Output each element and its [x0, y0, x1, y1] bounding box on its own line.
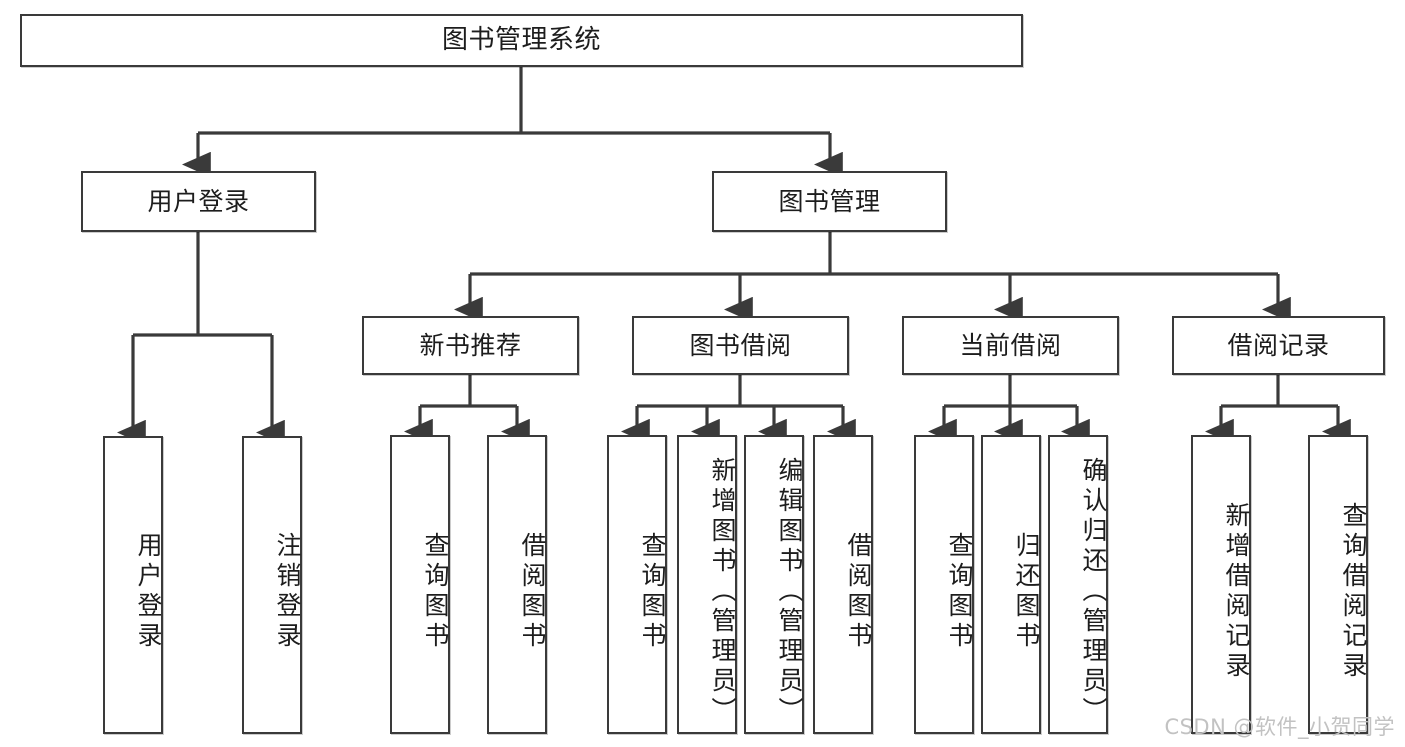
node-label: 用户登录: [134, 532, 163, 652]
node-label: 图书借阅: [689, 330, 792, 360]
leaf-add-borrow-record[interactable]: 新增借阅记录: [1191, 435, 1251, 734]
leaf-query-books-current[interactable]: 查询图书: [914, 435, 974, 734]
node-label: 借阅图书: [518, 531, 547, 652]
node-label: 图书管理: [778, 186, 881, 216]
watermark-text: CSDN @软件_小贺同学: [1164, 715, 1395, 739]
node-label: 借阅图书: [844, 531, 873, 652]
node-label: 新增图书（管理员）: [708, 456, 737, 727]
node-label: 归还图书: [1012, 531, 1041, 652]
node-borrow-records[interactable]: 借阅记录: [1172, 316, 1385, 375]
node-book-management[interactable]: 图书管理: [712, 171, 947, 232]
node-label: 新书推荐: [419, 330, 522, 360]
node-label: 查询借阅记录: [1339, 501, 1368, 682]
node-new-book-recommend[interactable]: 新书推荐: [362, 316, 579, 375]
leaf-borrow-books-recommend[interactable]: 借阅图书: [487, 435, 547, 734]
leaf-user-login[interactable]: 用户登录: [103, 436, 163, 734]
node-label: 用户登录: [147, 186, 250, 216]
node-book-borrow[interactable]: 图书借阅: [632, 316, 849, 375]
node-label: 确认归还（管理员）: [1079, 456, 1108, 727]
node-label: 查询图书: [945, 531, 974, 652]
leaf-edit-book-admin[interactable]: 编辑图书（管理员）: [744, 435, 804, 734]
leaf-borrow-book[interactable]: 借阅图书: [813, 435, 873, 734]
node-label: 查询图书: [638, 531, 667, 652]
leaf-return-book[interactable]: 归还图书: [981, 435, 1041, 734]
node-label: 借阅记录: [1227, 330, 1330, 360]
node-label: 注销登录: [273, 532, 302, 652]
leaf-query-borrow-record[interactable]: 查询借阅记录: [1308, 435, 1368, 734]
leaf-logout[interactable]: 注销登录: [242, 436, 302, 734]
node-current-borrow[interactable]: 当前借阅: [902, 316, 1119, 375]
node-label: 编辑图书（管理员）: [775, 456, 804, 727]
leaf-query-books-recommend[interactable]: 查询图书: [390, 435, 450, 734]
node-label: 图书管理系统: [441, 25, 601, 56]
leaf-add-book-admin[interactable]: 新增图书（管理员）: [677, 435, 737, 734]
leaf-confirm-return-admin[interactable]: 确认归还（管理员）: [1048, 435, 1108, 734]
node-label: 当前借阅: [959, 330, 1062, 360]
node-user-login[interactable]: 用户登录: [81, 171, 316, 232]
node-label: 新增借阅记录: [1222, 501, 1251, 682]
leaf-query-books-borrow[interactable]: 查询图书: [607, 435, 667, 734]
node-root-system[interactable]: 图书管理系统: [20, 14, 1023, 67]
node-label: 查询图书: [421, 531, 450, 652]
